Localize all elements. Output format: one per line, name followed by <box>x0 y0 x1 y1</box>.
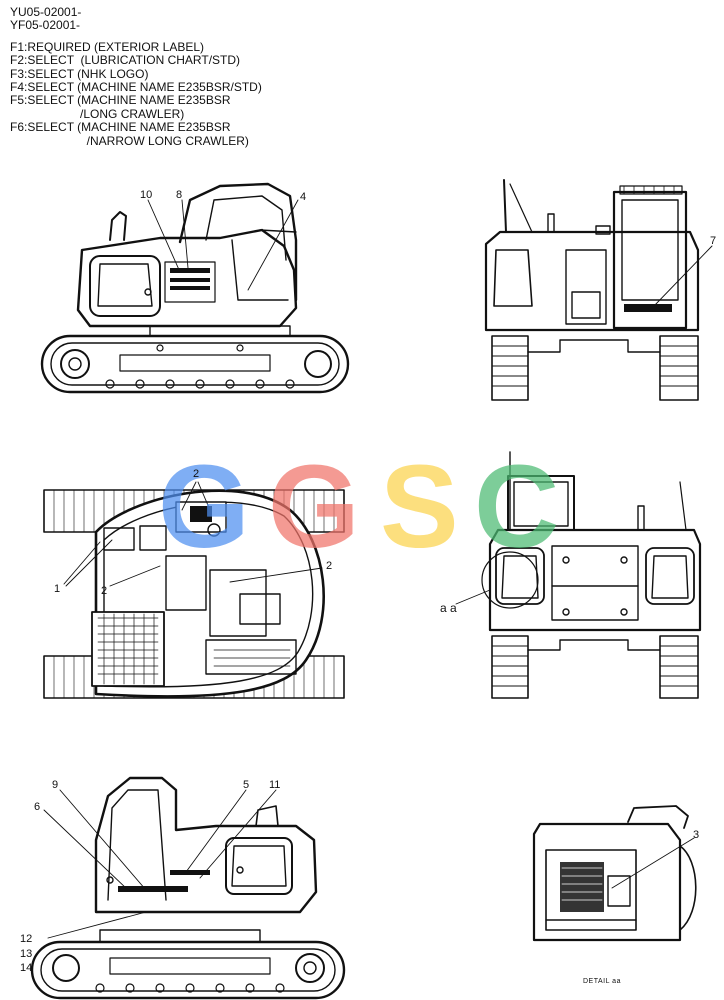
rear-view <box>484 179 700 401</box>
callout-10: 10 <box>140 189 153 201</box>
watermark-letter: G <box>268 441 360 573</box>
callout-13: 13 <box>20 948 33 960</box>
watermark-letter: G <box>158 441 250 573</box>
leader-lines <box>43 199 713 939</box>
callout-9: 9 <box>52 779 59 791</box>
note-line: F1:REQUIRED (EXTERIOR LABEL) <box>10 39 205 54</box>
note-line: F4:SELECT (MACHINE NAME E235BSR/STD) <box>10 80 262 95</box>
note-line: /NARROW LONG CRAWLER) <box>10 133 249 148</box>
callout-2: 2 <box>326 560 333 572</box>
callout-aa: a a <box>440 601 457 615</box>
right-side-view <box>30 776 346 1000</box>
callout-2: 2 <box>101 585 108 597</box>
header-notes: YU05-02001- YF05-02001- F1:REQUIRED (EXT… <box>10 5 262 148</box>
callout-7: 7 <box>710 235 717 247</box>
serial-line: YF05-02001- <box>10 18 81 33</box>
callout-5: 5 <box>243 779 250 791</box>
callout-1: 1 <box>54 583 61 595</box>
callout-6: 6 <box>34 801 41 813</box>
note-line: F2:SELECT (LUBRICATION CHART/STD) <box>10 53 241 68</box>
callout-12: 12 <box>20 933 33 945</box>
callout-4: 4 <box>300 191 307 203</box>
callout-3: 3 <box>693 829 700 841</box>
callout-2: 2 <box>193 468 200 480</box>
note-line: F3:SELECT (NHK LOGO) <box>10 66 149 81</box>
front-view <box>481 451 702 699</box>
note-line: F5:SELECT (MACHINE NAME E235BSR <box>10 93 231 108</box>
serial-line: YU05-02001- <box>10 5 82 19</box>
callout-8: 8 <box>176 189 183 201</box>
callout-11: 11 <box>269 779 281 791</box>
detail-aa-view <box>532 805 697 942</box>
top-view <box>43 489 345 699</box>
note-line: /LONG CRAWLER) <box>10 106 185 121</box>
note-line: F6:SELECT (MACHINE NAME E235BSR <box>10 120 231 135</box>
callout-14: 14 <box>20 962 33 974</box>
watermark-letter: C <box>474 441 560 573</box>
left-side-view <box>40 182 350 394</box>
watermark-letter: S <box>380 441 459 573</box>
detail-aa-label: DETAIL aa <box>583 978 621 985</box>
